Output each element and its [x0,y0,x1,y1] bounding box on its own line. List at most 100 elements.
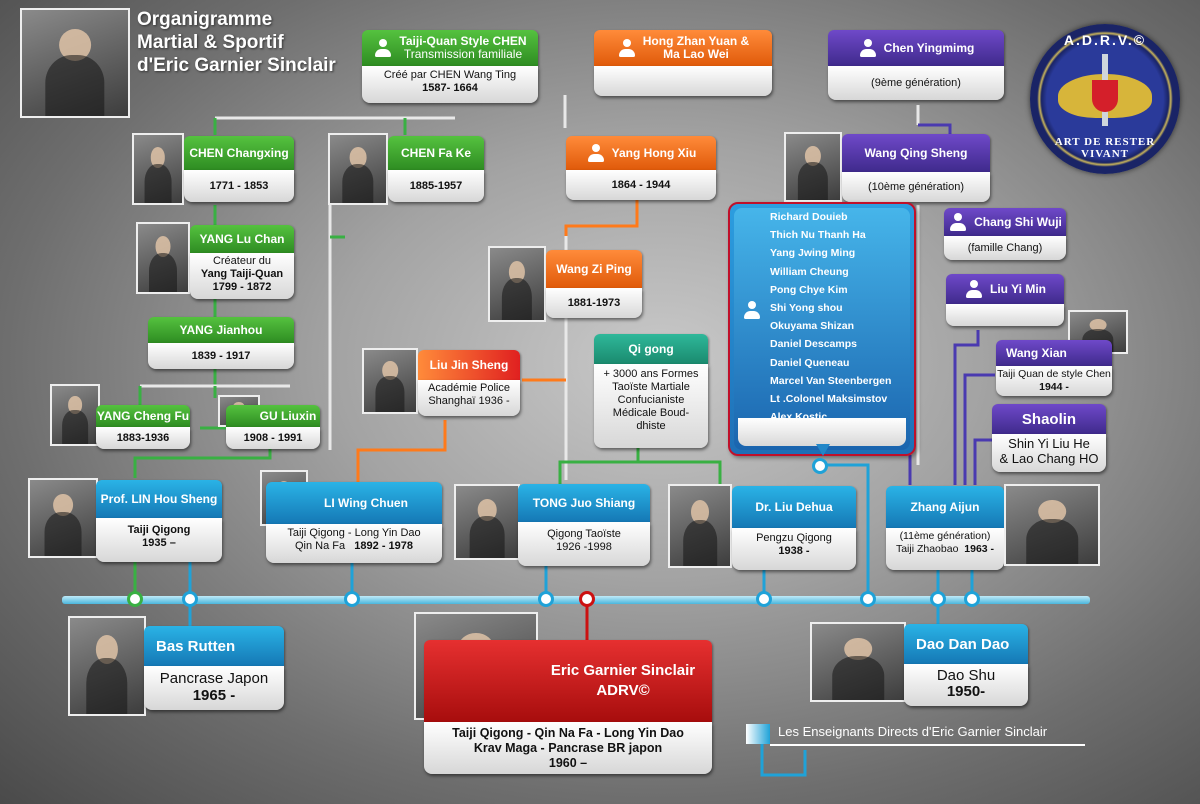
card-text-2: Shanghaï 1936 - [428,395,510,407]
card-text-2: Krav Maga - Pancrase BR japon [473,741,663,755]
list-item: Daniel Descamps [770,338,857,351]
liu-jin-sheng-photo [362,348,418,414]
card-title: Qi gong [628,341,674,356]
list-item: Shi Yong shou [770,301,843,314]
card-title: Dao Dan Dao [916,635,1010,653]
user-icon [948,212,968,232]
card-text: Taiji Quan de style Chen [997,368,1111,380]
card-years: 1864 - 1944 [611,179,671,191]
card-title: Chen Yingmimg [883,40,975,55]
card-years: 1885-1957 [409,180,463,192]
card-chang-shi-wuji[interactable]: Chang Shi Wuji (famille Chang) [944,208,1066,260]
card-text: (famille Chang) [967,242,1043,254]
card-chen-changxing[interactable]: CHEN Changxing 1771 - 1853 [184,136,294,202]
card-title: Liu Yi Min [990,281,1046,296]
card-yang-jianhou[interactable]: YANG Jianhou 1839 - 1917 [148,317,294,369]
card-shaolin[interactable]: Shaolin Shin Yi Liu He& Lao Chang HO [992,404,1106,472]
line-orange-1 [564,198,639,248]
line-purple-4 [973,438,993,485]
list-item: Yang Jwing Ming [770,247,856,260]
card-years: 1926 -1998 [556,541,612,553]
card-title: YANG Cheng Fu [96,408,190,423]
legend-marker [746,724,770,744]
card-title: Shaolin [1021,410,1077,428]
card-title: LI Wing Chuen [324,495,408,510]
wang-ziping-photo [488,246,546,322]
card-yang-chengfu[interactable]: YANG Cheng Fu 1883-1936 [96,405,190,449]
card-text-5: dhiste [636,420,666,432]
list-item: Pong Chye Kim [770,283,848,296]
legend-text: Les Enseignants Directs d'Eric Garnier S… [778,724,1048,739]
card-chen-yingmimg[interactable]: Chen Yingmimg (9ème génération) [828,30,1004,100]
card-subtitle: ADRV© [596,682,650,699]
card-title: YANG Lu Chan [199,231,285,246]
liu-dehua-photo [668,484,732,568]
line-blue-5 [820,463,870,598]
card-gu-liuxin[interactable]: GU Liuxin 1908 - 1991 [226,405,320,449]
card-title: YANG Jianhou [179,322,263,337]
card-text-2: & Lao Chang HO [999,451,1099,466]
tong-juo-shiang-photo [454,484,520,560]
card-title: Zhang Aijun [910,499,980,514]
logo-top-text: A.D.R.V.© [1063,32,1147,48]
card-yang-hong-xiu[interactable]: Yang Hong Xiu 1864 - 1944 [566,136,716,200]
card-li-wing-chuen[interactable]: LI Wing Chuen Taiji Qigong - Long Yin Da… [266,482,442,563]
card-title: Liu Jin Sheng [429,357,509,372]
lin-hou-sheng-photo [28,478,98,558]
card-text: (11ème génération) [899,530,991,542]
card-years: 1892 - 1978 [354,540,414,552]
user-icon [858,38,878,58]
timeline-node [579,591,595,607]
card-text: (9ème génération) [871,77,961,89]
card-text: Taiji Qigong [127,524,191,536]
card-years: 1587- 1664 [422,82,478,94]
dao-dan-dao-photo [810,622,906,702]
card-years: 1938 - [778,545,810,557]
card-years: 1799 - 1872 [212,281,272,293]
card-text-4: Médicale Boud- [612,407,690,419]
list-item: Marcel Van Steenbergen [770,374,892,387]
title-line-3: d'Eric Garnier Sinclair [137,55,336,76]
yang-chengfu-photo [50,384,100,446]
card-wang-ziping[interactable]: Wang Zi Ping 1881-1973 [546,250,642,318]
user-icon [742,300,762,320]
card-years: 1960 – [548,756,588,770]
card-years: 1771 - 1853 [209,180,269,192]
card-chen-fake[interactable]: CHEN Fa Ke 1885-1957 [388,136,484,202]
card-liu-yi-min[interactable]: Liu Yi Min [946,274,1064,326]
card-text: Taiji Qigong - Qin Na Fa - Long Yin Dao [452,726,684,740]
card-years: 1935 – [142,537,176,549]
card-hong-zhan-yuan[interactable]: Hong Zhan Yuan &Ma Lao Wei [594,30,772,96]
page-title: Organigramme Martial & Sportif d'Eric Ga… [137,8,336,77]
zhang-aijun-photo [1004,484,1100,566]
line-legend [760,738,807,777]
timeline-node [127,591,143,607]
user-icon [373,38,393,58]
list-item: Daniel Queneau [770,356,850,369]
card-years: 1883-1936 [116,432,170,444]
card-text: Pancrase Japon [159,670,269,687]
timeline-node [930,591,946,607]
card-text: Pengzu Qigong [756,532,832,544]
line-purple-3 [963,373,995,485]
card-wang-qing-sheng[interactable]: Wang Qing Sheng (10ème génération) [842,134,990,202]
card-text: (10ème génération) [867,181,964,193]
card-zhang-aijun[interactable]: Zhang Aijun (11ème génération)Taiji Zhao… [886,486,1004,570]
line-green-10 [133,445,272,478]
line-orange-3 [356,420,447,484]
card-title: CHEN Changxing [189,145,289,160]
card-text: Dao Shu [936,667,996,684]
card-title: Wang Qing Sheng [864,145,968,160]
